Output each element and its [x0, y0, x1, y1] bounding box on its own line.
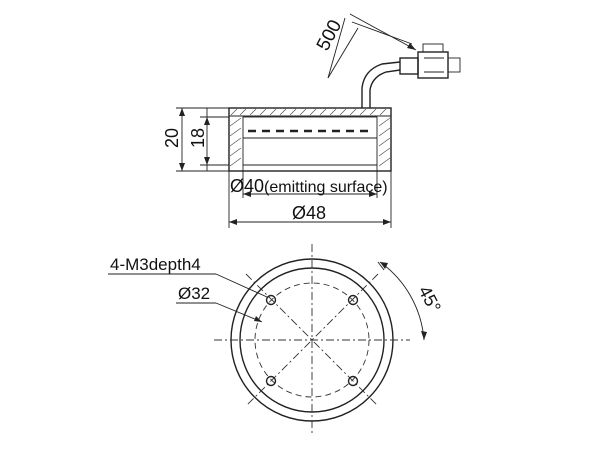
mounting-hole — [265, 294, 277, 306]
angle-label: 45° — [414, 282, 444, 315]
side-view: 500 20 18 — [162, 13, 461, 228]
mounting-hole — [347, 294, 359, 306]
top-wall-hatch — [229, 108, 391, 117]
cable — [361, 43, 461, 108]
mounting-hole — [265, 375, 277, 387]
mounting-hole — [347, 375, 359, 387]
inner-cavity — [242, 116, 378, 166]
front-view: 4-M3depth4 Ø32 45° — [108, 244, 445, 436]
left-wall-hatch — [229, 117, 242, 167]
hole-circle-label: Ø32 — [178, 284, 210, 303]
hole-spec-label: 4-M3depth4 — [110, 255, 201, 274]
emitting-diameter-label: Ø40 — [230, 176, 264, 196]
leader-hole-spec: 4-M3depth4 — [108, 255, 268, 298]
outer-diameter-label: Ø48 — [292, 203, 326, 223]
dim-emitting-diameter: Ø40(emitting surface) — [228, 165, 392, 228]
height-total-label: 20 — [162, 128, 182, 148]
emitting-surface-note: (emitting surface) — [264, 179, 388, 196]
height-inner-label: 18 — [188, 128, 208, 148]
right-wall-hatch — [378, 117, 391, 167]
connector — [399, 57, 419, 75]
housing-outline — [228, 107, 392, 172]
cable-length-label: 500 — [313, 16, 346, 54]
dim-height-total: 20 — [162, 107, 229, 172]
svg-text:Ø40(emitting surface): Ø40(emitting surface) — [230, 176, 388, 196]
leader-hole-circle: Ø32 — [176, 284, 263, 323]
dim-height-inner: 18 — [188, 108, 229, 171]
dim-outer-diameter: Ø48 — [229, 203, 391, 225]
angle-dimension: 45° — [377, 261, 445, 341]
